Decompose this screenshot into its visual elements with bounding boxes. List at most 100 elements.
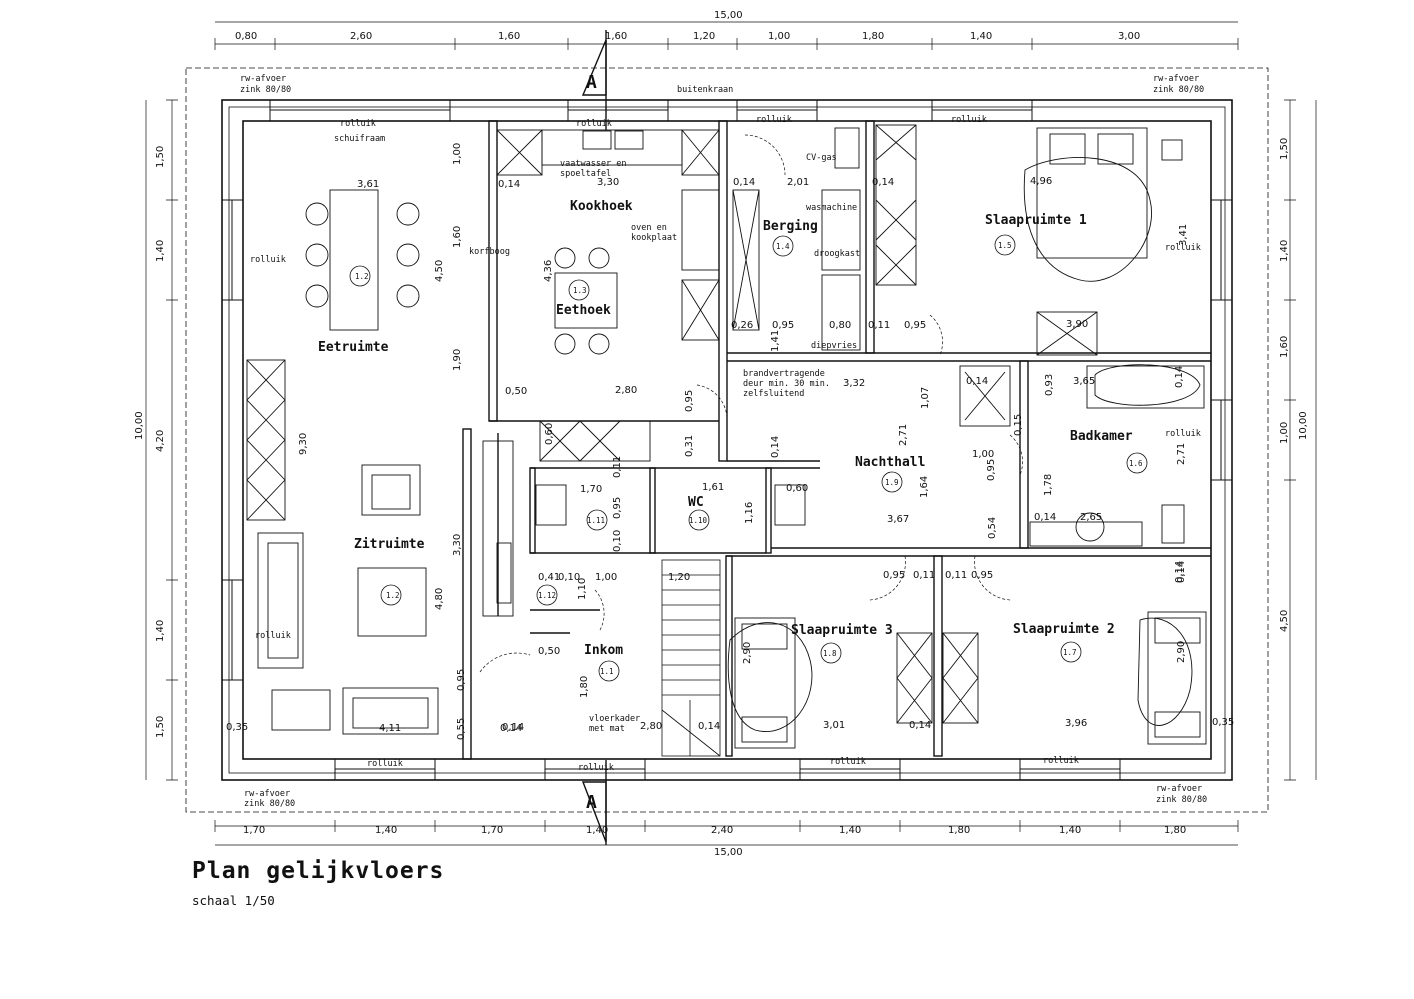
dim-left-0: 1,50 [155,146,166,168]
dim-bottom-0: 1,70 [243,825,265,836]
room-code-3: 1.3 [573,286,587,295]
inner-dim-55: 0,10 [612,530,623,552]
inner-dim-69: 3,01 [823,720,845,731]
room-code-9: 1.11 [587,516,605,525]
room-code-8: 1.10 [689,516,708,525]
inner-dim-45: 1,64 [919,476,930,498]
inner-dim-77: 3,96 [1065,718,1087,729]
inner-dim-63: 0,50 [538,646,560,657]
inner-dim-32: 1,41 [770,330,781,352]
wardrobes [246,124,1098,724]
droogkast-note: droogkast [814,249,860,259]
rolluik-label-8: rolluik [367,759,403,769]
room-code-1: 1.2 [386,591,400,600]
inner-dim-7: 0,14 [733,177,755,188]
diepvries-note: diepvries [811,341,857,351]
room-name-13: Slaapruimte 2 [1013,622,1115,637]
inner-dim-46: 3,67 [887,514,909,525]
staircase [661,559,721,757]
room-name-8: WC [688,495,704,510]
dim-top-8: 3,00 [1118,31,1140,42]
inner-dim-75: 0,14 [1174,561,1185,583]
inner-dim-6: 0,14 [498,179,520,190]
rolluik-label-0: rolluik [340,119,376,129]
room-code-11: 1.1 [600,667,614,676]
dim-left-1: 1,40 [155,240,166,262]
inner-dim-67: 0,14 [698,721,720,732]
dim-bottom-total: 15,00 [714,847,743,858]
dim-top-5: 1,00 [768,31,790,42]
section-label-top: A [586,72,597,93]
schuifraam-note: schuifraam [334,134,385,144]
dim-bottom-6: 1,80 [948,825,970,836]
inner-dim-50: 2,65 [1080,512,1102,523]
inner-dim-12: 4,36 [543,260,554,282]
inner-dim-31: 0,95 [904,320,926,331]
room-name-7: Nachthall [855,455,925,470]
interior-walls [462,120,1211,760]
dim-right-1: 1,40 [1279,240,1290,262]
room-markers [349,234,1148,682]
inner-dim-48: 0,54 [987,517,998,539]
rw-zink-tl: zink 80/80 [240,85,291,95]
inner-dim-28: 0,95 [772,320,794,331]
inner-dim-56: 1,16 [744,502,755,524]
inner-dim-19: 0,35 [226,722,248,733]
dining-table [305,189,618,355]
dim-top-4: 1,20 [693,31,715,42]
bathroom-fixtures [834,127,1205,547]
inner-dim-74: 0,95 [971,570,993,581]
rolluik-label-5: rolluik [255,631,291,641]
dim-bottom-7: 1,40 [1059,825,1081,836]
inner-dim-59: 0,10 [558,572,580,583]
beds [727,127,1207,749]
room-code-0: 1.2 [355,272,369,281]
room-code-13: 1.7 [1063,648,1077,657]
inner-dim-68: 2,90 [742,642,753,664]
buitenkraan-note: buitenkraan [677,85,733,95]
inner-dim-49: 0,14 [1034,512,1056,523]
cvgas-note: CV-gas [806,153,837,163]
living-furniture [257,440,514,735]
inner-dim-18: 0,55 [456,718,467,740]
dim-bottom-1: 1,40 [375,825,397,836]
inner-dim-11: 4,50 [434,260,445,282]
dim-bottom-5: 1,40 [839,825,861,836]
inner-dim-62: 1,10 [577,578,588,600]
inner-dim-61: 1,20 [668,572,690,583]
inner-dim-23: 2,80 [615,385,637,396]
inner-dim-25: 0,31 [684,435,695,457]
korfboog-note: korfboog [469,247,510,257]
dim-left-2: 4,20 [155,430,166,452]
room-code-6: 1.6 [1129,459,1143,468]
dim-bottom-2: 1,70 [481,825,503,836]
inner-dim-27: 0,26 [731,320,753,331]
inner-dim-22: 0,50 [505,386,527,397]
inner-dim-41: 0,15 [1013,414,1024,436]
inner-dim-15: 3,30 [452,534,463,556]
dim-top-3: 1,60 [605,31,627,42]
inner-dim-47: 0,95 [986,459,997,481]
room-code-7: 1.9 [885,478,899,487]
inner-dim-39: 0,14 [1174,366,1185,388]
dim-top-7: 1,40 [970,31,992,42]
room-name-3: Eethoek [556,303,611,318]
rw-afvoer-bl: rw-afvoer [244,789,290,799]
dim-top-0: 0,80 [235,31,257,42]
rw-zink-br: zink 80/80 [1156,795,1207,805]
brandvertragende-note: brandvertragende [743,369,825,379]
inner-dim-70: 0,14 [909,720,931,731]
dim-right-2: 1,60 [1279,336,1290,358]
inner-dim-5: 3,90 [1066,319,1088,330]
inner-dim-21: 4,11 [379,723,401,734]
inner-dim-20: 0,14 [500,723,522,734]
inner-dim-4: 3,41 [1178,224,1189,246]
rolluik-label-10: rolluik [830,757,866,767]
dim-left-total: 10,00 [134,411,145,440]
rolluik-label-6: rolluik [1165,243,1201,253]
inner-dim-51: 1,70 [580,484,602,495]
rolluik-label-9: rolluik [578,763,614,773]
inner-dim-30: 0,11 [868,320,890,331]
room-name-1: Zitruimte [354,537,425,552]
inner-dim-26: 0,60 [544,423,555,445]
